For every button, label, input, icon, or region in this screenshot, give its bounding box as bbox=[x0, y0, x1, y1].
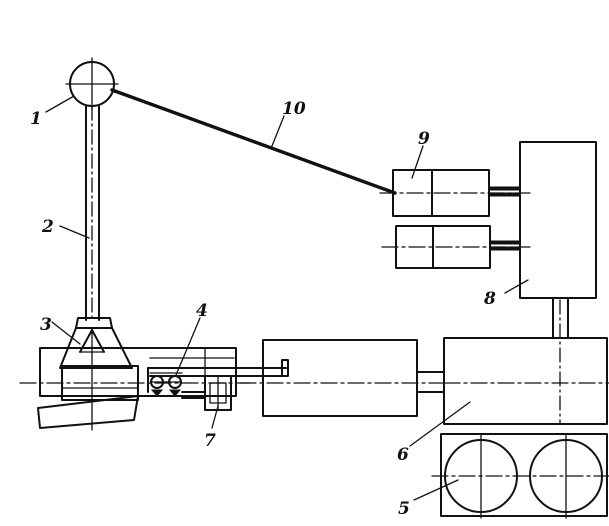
housing-8 bbox=[519, 141, 597, 299]
shaft-horizontal bbox=[416, 371, 445, 393]
mast-2 bbox=[85, 105, 100, 321]
valves-4 bbox=[147, 372, 183, 397]
gearbox-block bbox=[239, 339, 445, 417]
base-platform bbox=[19, 347, 251, 429]
leader-lines bbox=[45, 95, 529, 501]
engine-6 bbox=[443, 299, 609, 425]
pulley-1 bbox=[65, 57, 119, 111]
label-2: 2 bbox=[41, 217, 54, 237]
label-6: 6 bbox=[397, 445, 409, 465]
clamp-3 bbox=[59, 317, 133, 431]
wheels-5 bbox=[431, 433, 609, 519]
label-5: 5 bbox=[398, 499, 410, 519]
label-9: 9 bbox=[418, 129, 430, 149]
label-7: 7 bbox=[204, 431, 216, 451]
label-4: 4 bbox=[196, 301, 208, 321]
winch-9 bbox=[379, 169, 531, 269]
label-8: 8 bbox=[483, 289, 496, 309]
cable-10 bbox=[110, 88, 397, 195]
label-1: 1 bbox=[30, 109, 42, 129]
label-10: 10 bbox=[282, 99, 306, 119]
label-3: 3 bbox=[40, 315, 52, 335]
shaft-vertical bbox=[552, 297, 569, 339]
pump-7 bbox=[204, 375, 232, 411]
